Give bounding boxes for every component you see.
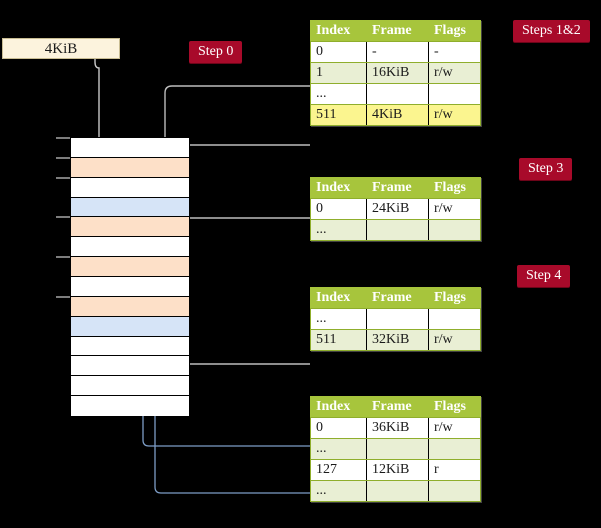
- cell-frame: [366, 480, 429, 502]
- badge-step-0: Step 0: [189, 41, 243, 63]
- cell-frame: [366, 308, 429, 330]
- cell-flags: r/w: [428, 417, 481, 439]
- cell-flags: r: [428, 459, 481, 481]
- cell-index: ...: [310, 219, 367, 241]
- cell-flags: [428, 308, 481, 330]
- cell-index: 1: [310, 62, 367, 84]
- memory-frame-row: [71, 396, 189, 416]
- cell-frame: [366, 83, 429, 105]
- memory-frame-row: [71, 217, 189, 238]
- cell-frame: 36KiB: [366, 417, 429, 439]
- badge-steps-1-2: Steps 1&2: [513, 20, 590, 42]
- column-header-frame: Frame: [366, 177, 429, 199]
- badge-step-3: Step 3: [519, 158, 573, 180]
- memory-frame-row: [71, 336, 189, 357]
- cell-flags: r/w: [428, 104, 481, 126]
- cell-index: ...: [310, 83, 367, 105]
- cell-index: 511: [310, 104, 367, 126]
- cell-flags: r/w: [428, 198, 481, 220]
- memory-tick: [56, 295, 70, 298]
- cell-flags: [428, 480, 481, 502]
- source-frame-box: 4KiB: [2, 38, 120, 59]
- memory-tick: [56, 256, 70, 259]
- cell-index: 127: [310, 459, 367, 481]
- cell-frame: -: [366, 41, 429, 63]
- cell-flags: [428, 83, 481, 105]
- memory-frame-row: [71, 277, 189, 297]
- memory-frame-row: [71, 296, 189, 317]
- cell-index: ...: [310, 480, 367, 502]
- badge-step-4: Step 4: [517, 265, 571, 287]
- cell-flags: r/w: [428, 62, 481, 84]
- cell-index: 0: [310, 41, 367, 63]
- table-row: ...: [310, 83, 481, 105]
- memory-frame-row: [71, 257, 189, 277]
- cell-index: 0: [310, 198, 367, 220]
- memory-frame-row: [71, 197, 189, 218]
- memory-tick: [56, 176, 70, 179]
- column-header-flags: Flags: [428, 396, 481, 418]
- column-header-frame: Frame: [366, 20, 429, 42]
- source-frame-label: 4KiB: [44, 41, 78, 57]
- memory-frame-row: [71, 356, 189, 377]
- column-header-frame: Frame: [366, 287, 429, 309]
- cell-flags: r/w: [428, 329, 481, 351]
- memory-frame-row: [71, 237, 189, 258]
- memory-tick: [56, 156, 70, 159]
- column-header-index: Index: [310, 396, 367, 418]
- table-row: 0--: [310, 41, 481, 63]
- cell-flags: [428, 219, 481, 241]
- column-header-flags: Flags: [428, 20, 481, 42]
- cell-frame: [366, 219, 429, 241]
- table-row: ...: [310, 480, 481, 502]
- column-header-flags: Flags: [428, 177, 481, 199]
- cell-flags: -: [428, 41, 481, 63]
- column-header-index: Index: [310, 177, 367, 199]
- cell-index: 0: [310, 417, 367, 439]
- cell-index: ...: [310, 438, 367, 460]
- column-header-index: Index: [310, 287, 367, 309]
- cell-frame: 12KiB: [366, 459, 429, 481]
- cell-frame: 24KiB: [366, 198, 429, 220]
- cell-flags: [428, 438, 481, 460]
- column-header-index: Index: [310, 20, 367, 42]
- column-header-frame: Frame: [366, 396, 429, 418]
- cell-frame: 4KiB: [366, 104, 429, 126]
- column-header-flags: Flags: [428, 287, 481, 309]
- memory-frame-row: [71, 177, 189, 198]
- memory-frame-row: [71, 157, 189, 178]
- cell-frame: [366, 438, 429, 460]
- cell-index: ...: [310, 308, 367, 330]
- cell-frame: 32KiB: [366, 329, 429, 351]
- memory-tick: [56, 137, 70, 139]
- memory-tick: [56, 216, 70, 219]
- table-row: ...: [310, 219, 481, 241]
- table-row: ...: [310, 308, 481, 330]
- memory-frame-row: [71, 138, 189, 158]
- cell-frame: 16KiB: [366, 62, 429, 84]
- memory-frame-row: [71, 316, 189, 337]
- physical-memory-column: [70, 137, 190, 416]
- table-row: ...: [310, 438, 481, 460]
- cell-index: 511: [310, 329, 367, 351]
- memory-frame-row: [71, 376, 189, 397]
